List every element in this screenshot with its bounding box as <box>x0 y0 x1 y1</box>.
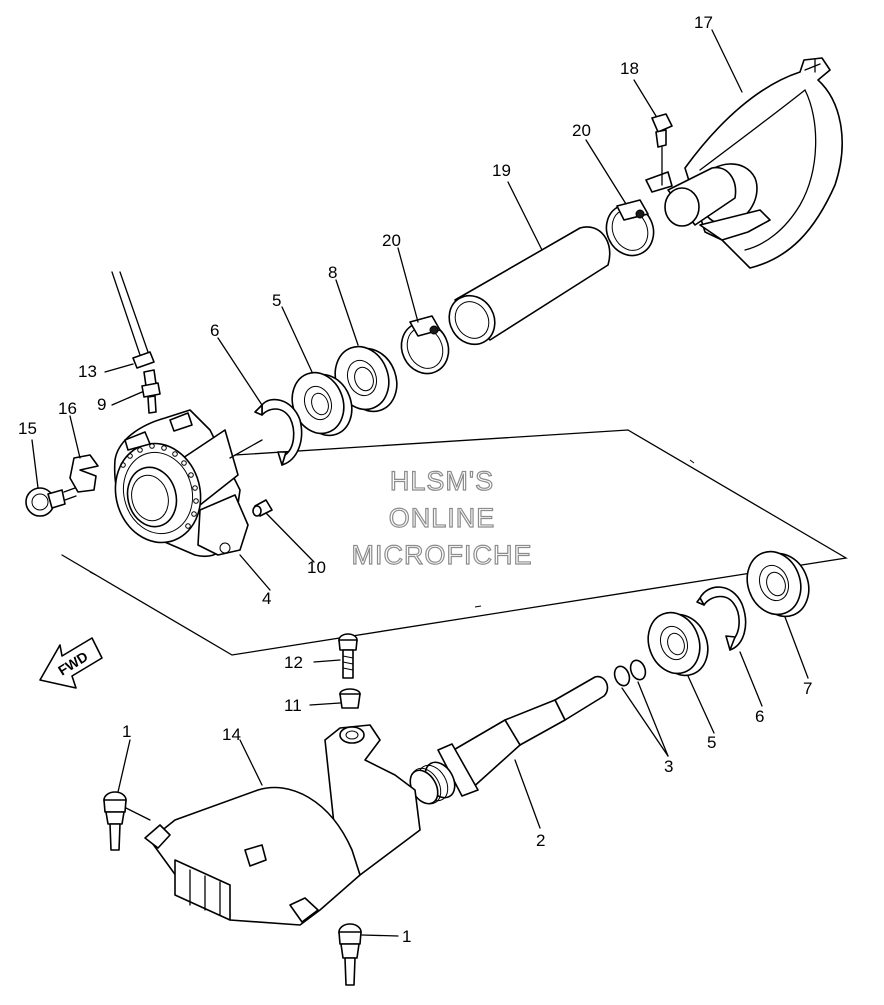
hose-clamp-lower <box>400 315 450 375</box>
plate-16 <box>69 454 99 493</box>
callout-10: 10 <box>307 558 326 577</box>
callout-2: 2 <box>536 831 545 850</box>
collar-11 <box>339 688 361 709</box>
bolt-18 <box>651 113 673 186</box>
callout-14: 14 <box>222 725 241 744</box>
hose <box>448 226 611 346</box>
drive-shaft <box>409 675 609 805</box>
callout-17: 17 <box>694 13 713 32</box>
circlip-upper <box>254 398 303 466</box>
callout-11: 11 <box>284 696 302 715</box>
duct-cover <box>645 57 843 269</box>
bolt-12 <box>338 633 358 679</box>
hose-clip-13 <box>111 271 155 369</box>
callout-13: 13 <box>78 362 97 381</box>
callout-18: 18 <box>620 59 639 78</box>
callout-1-upper: 1 <box>122 722 131 741</box>
callout-20-upper: 20 <box>572 121 591 140</box>
leader-lines <box>31 29 809 937</box>
callout-5-upper: 5 <box>272 291 281 310</box>
callout-12: 12 <box>284 653 303 672</box>
watermark-line-2: ONLINE <box>389 503 496 533</box>
bearing-5-upper <box>291 371 353 437</box>
callout-20-lower: 20 <box>382 231 401 250</box>
callout-5-lower: 5 <box>707 733 716 752</box>
assembly-frame <box>61 429 848 656</box>
grease-fitting-upper <box>103 791 151 851</box>
housing-hole-ring <box>120 443 199 529</box>
shaft-thread <box>409 761 456 805</box>
forward-arrow-icon: FWD <box>39 637 103 689</box>
watermark: HLSM'S ONLINE MICROFICHE <box>351 465 533 570</box>
callout-labels: 1 1 2 3 4 5 5 6 6 7 8 9 10 11 12 13 14 1… <box>18 13 812 946</box>
fitting-9 <box>141 369 161 414</box>
bearing-5-lower <box>647 611 709 677</box>
callout-9: 9 <box>97 395 106 414</box>
callout-6-lower: 6 <box>755 707 764 726</box>
callout-3: 3 <box>664 757 673 776</box>
callout-1-lower: 1 <box>402 927 411 946</box>
dowel-pin <box>252 499 273 517</box>
callout-7: 7 <box>803 679 812 698</box>
o-rings <box>613 659 647 687</box>
intermediate-housing <box>144 724 421 926</box>
bolt-15 <box>25 487 77 517</box>
hose-clamp-upper <box>605 199 655 257</box>
watermark-line-1: HLSM'S <box>390 466 494 496</box>
watermark-line-3: MICROFICHE <box>352 540 533 570</box>
bearing-7 <box>746 550 810 618</box>
callout-8: 8 <box>328 263 337 282</box>
housing <box>113 409 263 557</box>
grease-fitting-lower <box>338 923 362 986</box>
callout-19: 19 <box>492 161 511 180</box>
callout-16: 16 <box>58 399 77 418</box>
circlip-lower <box>696 586 747 651</box>
callout-15: 15 <box>18 419 37 438</box>
callout-4: 4 <box>262 589 271 608</box>
callout-6-upper: 6 <box>210 321 219 340</box>
